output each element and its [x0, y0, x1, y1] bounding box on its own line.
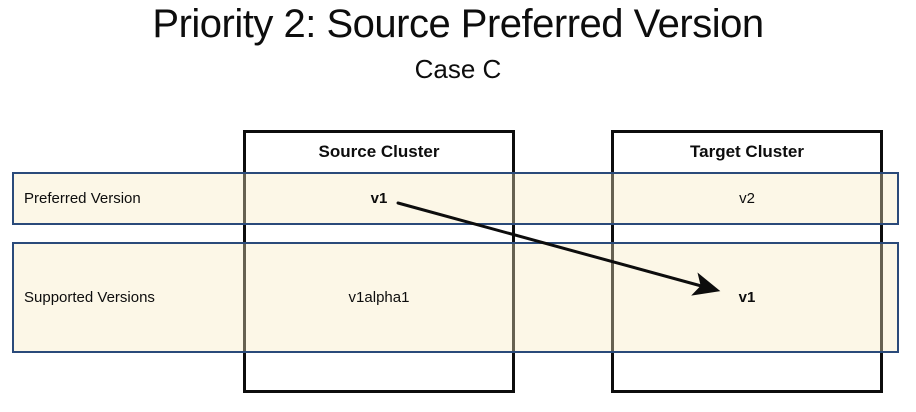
slide-subtitle: Case C: [414, 54, 502, 84]
source-cluster-header: Source Cluster: [318, 142, 440, 161]
preferred-version-row: Preferred Version: [12, 172, 899, 225]
target-cluster-header: Target Cluster: [690, 142, 804, 161]
supported-versions-row: Supported Versions: [12, 242, 899, 353]
preferred-version-label: Preferred Version: [24, 190, 141, 207]
supported-versions-label: Supported Versions: [24, 289, 155, 306]
slide-title: Priority 2: Source Preferred Version: [152, 2, 764, 46]
